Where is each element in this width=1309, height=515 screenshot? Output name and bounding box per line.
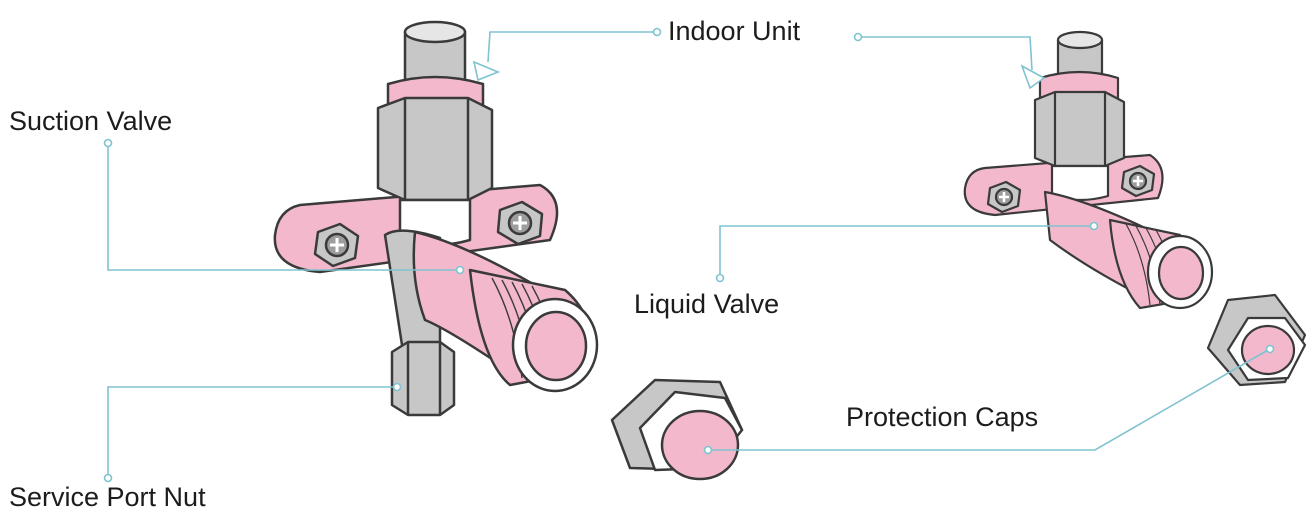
leader-liquid-valve (719, 225, 1092, 276)
suction-hex-nut (376, 96, 494, 202)
leader-lines (103, 27, 1275, 483)
arrow-indoor-left (472, 60, 501, 82)
leader-protection-caps (710, 349, 1269, 451)
service-port-nut-illustration (390, 340, 456, 417)
arrow-indoor-right (1020, 64, 1046, 90)
leader-indoor-right (862, 36, 1033, 71)
leader-suction-valve (107, 143, 458, 271)
suction-valve-illustration (273, 20, 599, 417)
liquid-valve-illustration (963, 30, 1214, 310)
protection-cap-small (1206, 293, 1307, 387)
label-service-port-nut: Service Port Nut (9, 482, 206, 512)
suction-plate-bolt-right (496, 200, 544, 246)
label-indoor-unit: Indoor Unit (668, 16, 801, 46)
liquid-plate-bolt-right (1120, 164, 1156, 198)
label-protection-caps: Protection Caps (846, 402, 1039, 432)
liquid-hex-nut (1033, 90, 1126, 168)
suction-plate-bolt-left (313, 222, 360, 268)
protection-cap-large (610, 378, 744, 481)
leader-service-port (107, 386, 394, 476)
liquid-plate-bolt-left (986, 180, 1022, 214)
label-suction-valve: Suction Valve (9, 106, 173, 136)
leader-indoor-left (487, 31, 654, 63)
label-liquid-valve: Liquid Valve (634, 289, 780, 319)
